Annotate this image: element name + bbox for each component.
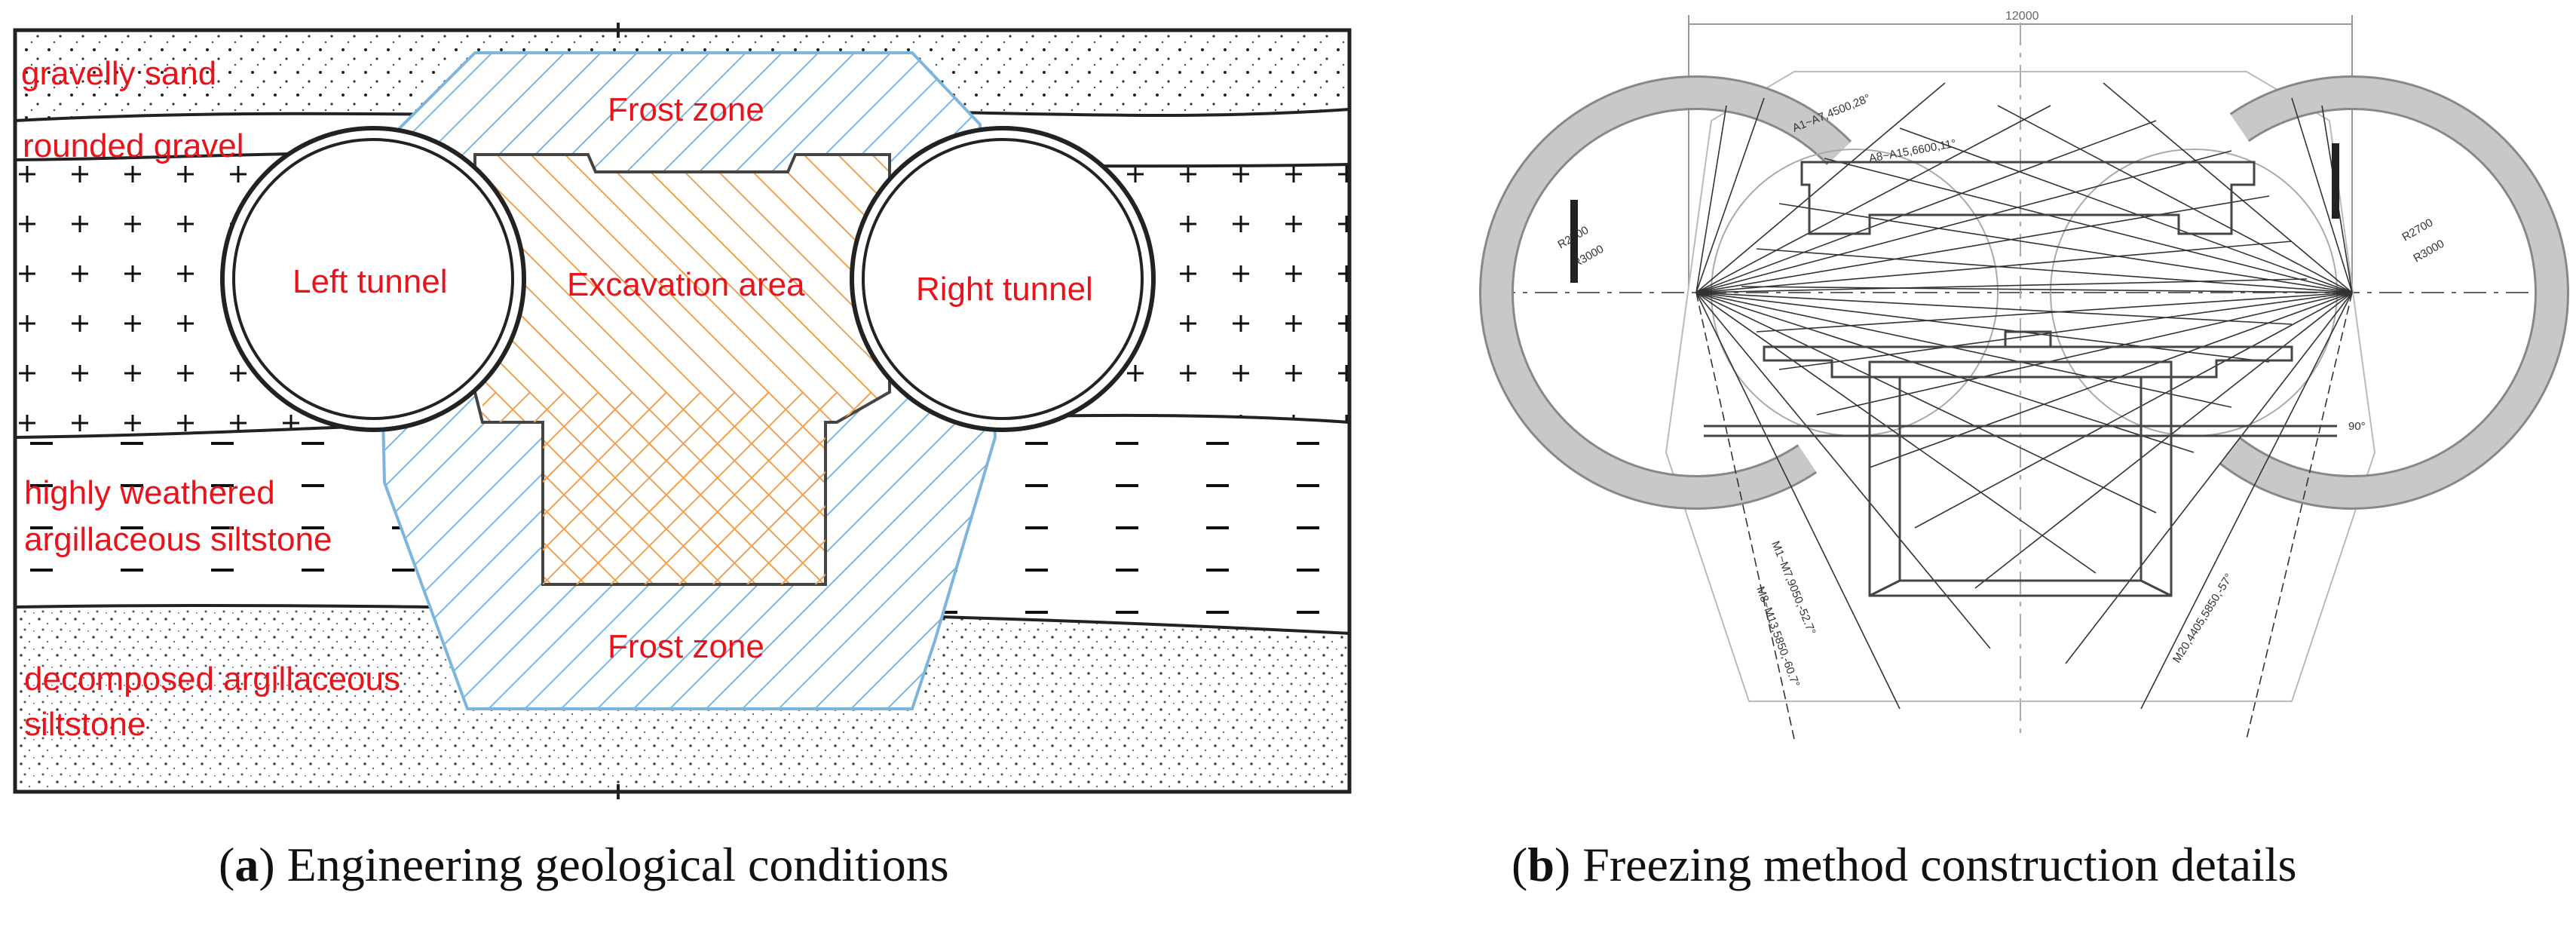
label-r2700-right: R2700 <box>2400 216 2436 244</box>
geology-diagram: gravelly sand rounded gravel highly weat… <box>13 23 1352 799</box>
left-tunnel <box>220 126 526 432</box>
right-freezing-ring <box>2135 75 2569 510</box>
panel-a-geology: gravelly sand rounded gravel highly weat… <box>13 23 1352 891</box>
label-decomposed-2: siltstone <box>24 706 145 743</box>
label-highly-weathered-2: argillaceous siltstone <box>24 521 332 558</box>
label-highly-weathered-1: highly weathered <box>24 474 275 511</box>
panel-b-freezing: 12000 A1~A7,4500,28° A8~A15,6600,11° M1~… <box>1478 0 2576 925</box>
label-right-tunnel: Right tunnel <box>916 271 1093 308</box>
caption-b: (b) Freezing method construction details <box>1512 838 2297 891</box>
label-r3000-right: R3000 <box>2412 238 2447 265</box>
caption-a: (a) Engineering geological conditions <box>219 838 949 891</box>
label-excavation-area: Excavation area <box>567 266 805 303</box>
freezing-construction-drawing: 12000 A1~A7,4500,28° A8~A15,6600,11° M1~… <box>1479 10 2569 740</box>
label-angle-90: 90° <box>2348 420 2366 433</box>
dimension-12000: 12000 <box>2005 10 2039 23</box>
excavation-structure <box>1704 161 2337 597</box>
label-gravelly-sand: gravelly sand <box>21 55 216 92</box>
label-left-tunnel: Left tunnel <box>293 263 448 300</box>
label-frost-zone-top: Frost zone <box>608 91 764 128</box>
label-frost-zone-bottom: Frost zone <box>608 628 764 665</box>
freeze-pipes-left <box>1695 82 2308 740</box>
label-decomposed-1: decomposed argillaceous <box>24 661 400 698</box>
label-rounded-gravel: rounded gravel <box>23 127 244 164</box>
freeze-pipes-right <box>1741 82 2353 740</box>
left-freezing-ring <box>1479 75 1913 510</box>
right-tunnel <box>850 126 1156 432</box>
